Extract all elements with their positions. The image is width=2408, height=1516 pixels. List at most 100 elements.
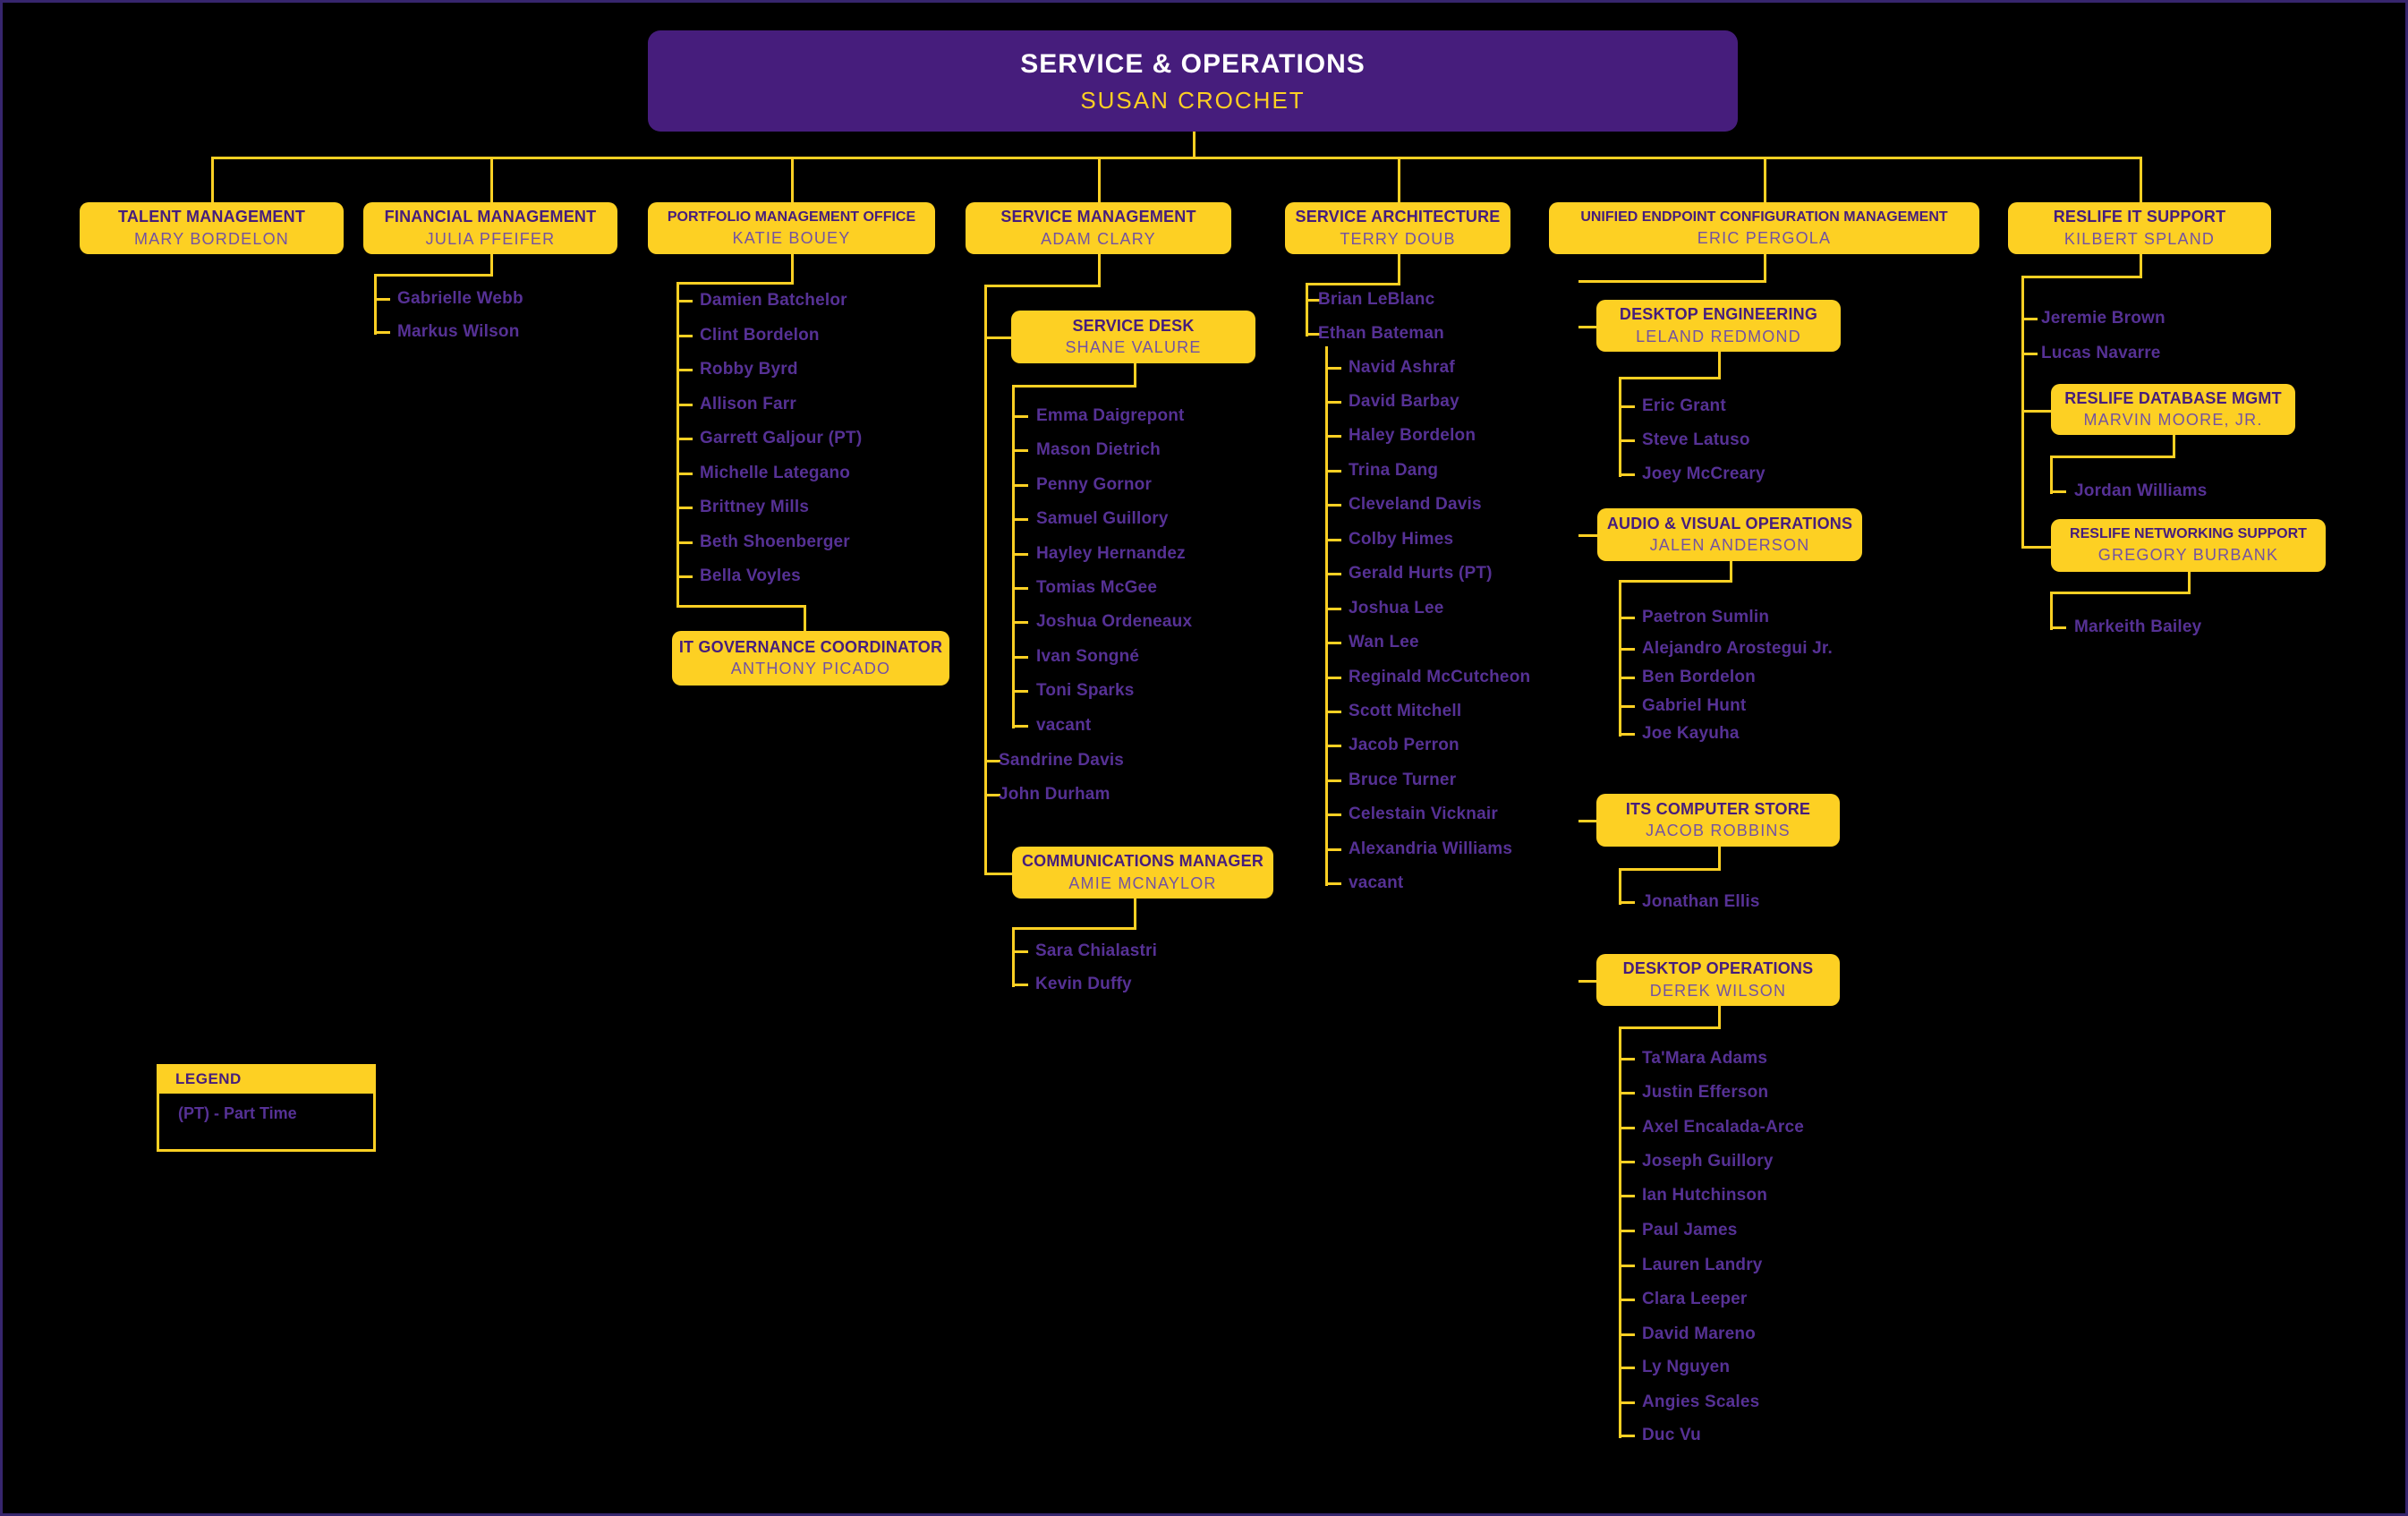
person-name: Joshua Lee	[1349, 599, 1444, 617]
person-name: Paetron Sumlin	[1642, 608, 1770, 626]
connector-tick	[1325, 608, 1341, 610]
org-box-person: ADAM CLARY	[1041, 229, 1156, 248]
legend-header: LEGEND	[157, 1064, 376, 1094]
connector-spine	[1619, 580, 1621, 737]
connector-tick	[1012, 553, 1028, 556]
person-name: Joey McCreary	[1642, 464, 1766, 483]
person-name: Ta'Mara Adams	[1642, 1049, 1768, 1068]
connector-tick	[1325, 711, 1341, 713]
connector-spine	[1619, 1026, 1621, 1438]
connector-tick	[1325, 882, 1341, 885]
person-name: Sara Chialastri	[1035, 941, 1158, 960]
org-box-title: RESLIFE NETWORKING SUPPORT	[2070, 526, 2307, 542]
person-name: Gabriel Hunt	[1642, 696, 1747, 715]
org-box-person: ANTHONY PICADO	[730, 660, 891, 678]
person-name: David Mareno	[1642, 1324, 1756, 1343]
org-box-person: JACOB ROBBINS	[1646, 822, 1791, 840]
connector-tick	[676, 438, 693, 440]
connector-tick	[1619, 1195, 1635, 1197]
connector-tick	[1619, 901, 1635, 904]
connector-line	[2050, 456, 2173, 458]
org-box-root: SERVICE & OPERATIONS SUSAN CROCHET	[648, 30, 1738, 132]
connector-line	[984, 336, 1012, 339]
person-name: Celestain Vicknair	[1349, 805, 1498, 823]
person-name: Reginald McCutcheon	[1349, 668, 1531, 686]
connector-line	[374, 274, 490, 277]
legend: LEGEND (PT) - Part Time	[157, 1064, 376, 1152]
connector-tick	[1325, 504, 1341, 507]
connector-line	[1718, 847, 1721, 871]
person-name: John Durham	[999, 785, 1110, 804]
org-box-title: SERVICE ARCHITECTURE	[1295, 208, 1501, 226]
person-name: vacant	[1349, 873, 1404, 892]
connector-line	[1398, 254, 1400, 285]
connector-tick	[1012, 415, 1028, 418]
connector-tick	[1325, 642, 1341, 644]
connector-tick	[1619, 1161, 1635, 1163]
connector-line	[2173, 435, 2175, 458]
person-name: Alejandro Arostegui Jr.	[1642, 639, 1833, 658]
connector-line	[1098, 254, 1101, 287]
person-name: Ivan Songné	[1036, 647, 1140, 666]
connector-line	[2021, 546, 2051, 549]
connector-spine	[984, 285, 987, 875]
person-name: Angies Scales	[1642, 1393, 1760, 1411]
org-box-person: KATIE BOUEY	[732, 228, 851, 247]
person-name: Samuel Guillory	[1036, 509, 1169, 528]
org-box-person: JULIA PFEIFER	[425, 229, 556, 248]
connector-line	[1764, 157, 1766, 205]
connector-tick	[1619, 1401, 1635, 1404]
connector-spine	[676, 282, 679, 608]
connector-tick	[984, 760, 1000, 762]
connector-tick	[1325, 367, 1341, 370]
person-name: Ly Nguyen	[1642, 1358, 1731, 1376]
person-name: Lucas Navarre	[2041, 344, 2161, 362]
person-name: Markeith Bailey	[2074, 617, 2202, 636]
person-name: Markus Wilson	[397, 322, 520, 341]
person-name: Steve Latuso	[1642, 430, 1750, 449]
connector-line	[490, 254, 493, 277]
person-name: Paul James	[1642, 1221, 1738, 1239]
connector-line	[1718, 1006, 1721, 1029]
connector-line	[1578, 980, 1596, 983]
root-person-name: SUSAN CROCHET	[1080, 87, 1306, 115]
connector-line	[490, 157, 493, 205]
person-name: Ethan Bateman	[1318, 324, 1444, 343]
connector-line	[2021, 276, 2140, 278]
person-name: Navid Ashraf	[1349, 358, 1455, 377]
connector-tick	[1619, 733, 1635, 736]
connector-tick	[1012, 725, 1028, 728]
connector-spine	[1619, 868, 1621, 905]
connector-tick	[1619, 617, 1635, 619]
connector-tick	[2021, 318, 2038, 320]
org-box-person: KILBERT SPLAND	[2063, 229, 2216, 248]
org-box-person: DEREK WILSON	[1649, 981, 1787, 1000]
connector-tick	[1012, 690, 1028, 693]
connector-tick	[1619, 648, 1635, 651]
person-name: Joseph Guillory	[1642, 1152, 1774, 1171]
connector-line	[1134, 899, 1136, 930]
connector-tick	[1619, 1367, 1635, 1369]
connector-line	[1764, 254, 1766, 283]
person-name: David Barbay	[1349, 392, 1459, 411]
org-box-person: MARY BORDELON	[134, 229, 289, 248]
connector-tick	[676, 335, 693, 337]
connector-tick	[1325, 539, 1341, 541]
connector-spine	[1012, 927, 1015, 987]
org-box-title: AUDIO & VISUAL OPERATIONS	[1606, 514, 1853, 532]
connector-line	[1730, 561, 1732, 583]
person-name: Justin Efferson	[1642, 1083, 1769, 1102]
connector-line	[2021, 410, 2051, 413]
org-box-title: COMMUNICATIONS MANAGER	[1021, 852, 1264, 871]
org-box-title: ITS COMPUTER STORE	[1625, 799, 1811, 818]
connector-spine	[374, 274, 377, 335]
connector-tick	[676, 507, 693, 509]
connector-line	[1398, 157, 1400, 205]
connector-tick	[1325, 745, 1341, 747]
